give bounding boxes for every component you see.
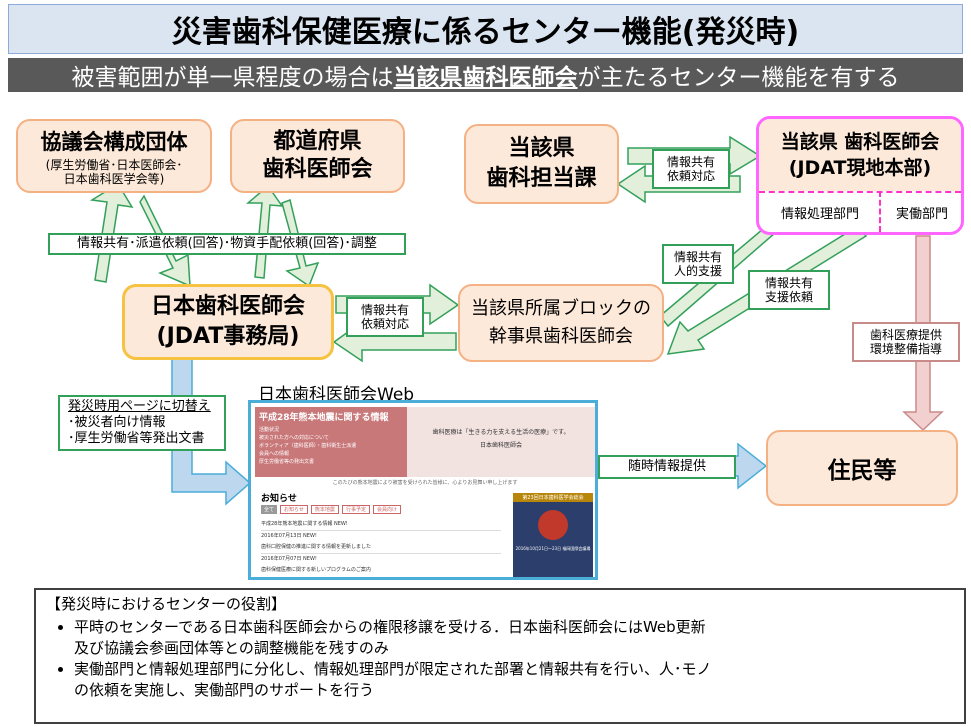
- switch-item-mhlw: ･厚生労働省等発出文書: [68, 431, 205, 446]
- roles-box: 【発災時におけるセンターの役割】 平時のセンターである日本歯科医師会からの権限移…: [34, 588, 966, 724]
- roles-heading: 【発災時におけるセンターの役割】: [46, 595, 287, 613]
- dept-info-processing: 情報処理部門: [780, 207, 859, 222]
- roles-item: 実働部門と情報処理部門に分化し、情報処理部門が限定された部署と情報共有を行い、人…: [74, 659, 954, 701]
- page-title: 災害歯科保健医療に係るセンター機能(発災時): [8, 4, 963, 54]
- switch-title: 発災時用ページに切替え: [68, 399, 211, 414]
- web-banner-link: 活動状況: [259, 427, 280, 433]
- page-subtitle: 被害範囲が単一県程度の場合は当該県歯科医師会が主たるセンター機能を有する: [8, 58, 963, 92]
- web-slogan: 歯科医療は「生きる力を支える生活の医療」です。: [432, 429, 570, 436]
- node-local-hq: 当該県 歯科医師会 (JDAT現地本部) 情報処理部門 実働部門: [756, 116, 964, 235]
- residents-label: 住民等: [827, 458, 897, 484]
- web-banner: 平成28年熊本地震に関する情報 活動状況 被災された方への対応について ボランテ…: [255, 407, 407, 477]
- web-news-tab: 会員向け: [372, 505, 401, 514]
- node-jda: 日本歯科医師会 (JDAT事務局): [122, 284, 334, 360]
- web-banner-link: 会員への情報: [259, 451, 290, 457]
- web-news-item: 2016年07月13日 NEW!: [261, 533, 317, 539]
- web-notice: このたびの熊本地震により被害を受けられた皆様に、心よりお見舞い申し上げます: [332, 480, 518, 486]
- prefectural-dental-line2: 歯科医師会: [262, 157, 373, 182]
- web-banner-link: 厚生労働省等の発出文書: [259, 459, 315, 465]
- local-hq-divider: [759, 191, 961, 193]
- web-news-tab: 熊本地震: [310, 505, 339, 514]
- web-banner-links: 活動状況 被災された方への対応について ボランティア（歯科医師）・歯科衛生士派遣…: [255, 426, 407, 466]
- node-residents: 住民等: [766, 430, 958, 506]
- web-screenshot: 平成28年熊本地震に関する情報 活動状況 被災された方への対応について ボランテ…: [248, 400, 598, 580]
- web-banner-link: ボランティア（歯科医師）・歯科衛生士派遣: [259, 443, 357, 449]
- web-poster-title: 第23回日本歯科医学会総会: [513, 493, 593, 502]
- web-news-tab: 全て: [261, 505, 278, 514]
- web-news-item: 2016年07月07日 NEW!: [261, 556, 317, 562]
- web-news-heading: お知らせ: [261, 494, 297, 504]
- label-dispatch: 情報共有･派遣依頼(回答)･物資手配依頼(回答)･調整: [48, 233, 406, 255]
- label-human-support: 情報共有 人的支援: [662, 244, 734, 284]
- web-banner-title: 平成28年熊本地震に関する情報: [259, 413, 389, 423]
- web-poster-caption: 2016年10月21日〜23日 福岡国際会議場: [515, 546, 591, 551]
- web-org: 日本歯科医師会: [479, 442, 522, 449]
- label-support-request: 情報共有 支援依頼: [748, 270, 830, 310]
- label-switch-page: 発災時用ページに切替え ･被災者向け情報 ･厚生労働省等発出文書: [58, 395, 226, 451]
- web-poster: 第23回日本歯科医学会総会 2016年10月21日〜23日 福岡国際会議場: [513, 493, 593, 577]
- prefectural-dental-line1: 都道府県: [273, 129, 362, 154]
- label-share-top: 情報共有 依頼対応: [652, 149, 730, 189]
- local-hq-line1: 当該県 歯科医師会: [780, 131, 940, 153]
- local-hq-dept-divider: [879, 191, 881, 232]
- jda-line2: (JDAT事務局): [156, 324, 300, 349]
- web-news-tabs: 全て お知らせ 熊本地震 行事予定 会員向け: [261, 505, 401, 514]
- local-hq-header: 当該県 歯科医師会 (JDAT現地本部): [759, 119, 961, 191]
- node-council: 協議会構成団体 (厚生労働省･日本医師会･ 日本歯科医学会等): [16, 119, 212, 193]
- local-hq-line2: (JDAT現地本部): [788, 157, 932, 179]
- block-line2: 幹事県歯科医師会: [489, 326, 633, 347]
- web-news-item: 歯科口腔保健の推進に関する情報を更新しました: [261, 542, 501, 554]
- web-news-list: 平成28年熊本地震に関する情報 NEW! 2016年07月13日 NEW! 歯科…: [261, 519, 501, 576]
- node-prefectural-dental: 都道府県 歯科医師会: [230, 119, 405, 193]
- switch-item-victims: ･被災者向け情報: [68, 415, 166, 430]
- web-hero: 歯科医療は「生きる力を支える生活の医療」です。 日本歯科医師会: [407, 407, 595, 477]
- prefecture-office-line2: 歯科担当課: [486, 166, 597, 191]
- block-line1: 当該県所属ブロックの: [471, 298, 651, 319]
- subtitle-emphasis: 当該県歯科医師会: [393, 65, 578, 91]
- prefecture-office-line1: 当該県: [508, 136, 575, 161]
- subtitle-suffix: が主たるセンター機能を有する: [577, 65, 900, 91]
- subtitle-prefix: 被害範囲が単一県程度の場合は: [71, 65, 394, 91]
- label-info-provide: 随時情報提供: [598, 455, 736, 479]
- dept-operations: 実働部門: [895, 207, 948, 222]
- roles-item: 平時のセンターである日本歯科医師会からの権限移譲を受ける．日本歯科医師会にはWe…: [74, 617, 954, 659]
- web-news-tab: 行事予定: [341, 505, 370, 514]
- roles-list: 平時のセンターである日本歯科医師会からの権限移譲を受ける．日本歯科医師会にはWe…: [46, 617, 954, 701]
- node-block: 当該県所属ブロックの 幹事県歯科医師会: [458, 284, 664, 362]
- jda-line1: 日本歯科医師会: [150, 294, 305, 319]
- node-prefecture-office: 当該県 歯科担当課: [464, 124, 619, 204]
- web-news-item: 歯科保健医療に関する新しいプログラムのご案内: [261, 567, 371, 573]
- web-news-item: 平成28年熊本地震に関する情報 NEW!: [261, 519, 501, 531]
- web-news-tab: お知らせ: [280, 505, 308, 514]
- web-banner-link: 被災された方への対応について: [259, 435, 329, 441]
- label-share-mid: 情報共有 依頼対応: [346, 297, 424, 337]
- council-title: 協議会構成団体: [40, 130, 188, 154]
- label-dental-care: 歯科医療提供 環境整備指導: [852, 322, 960, 362]
- council-detail: (厚生労働省･日本医師会･ 日本歯科医学会等): [45, 158, 183, 186]
- web-poster-flower-icon: [538, 510, 568, 540]
